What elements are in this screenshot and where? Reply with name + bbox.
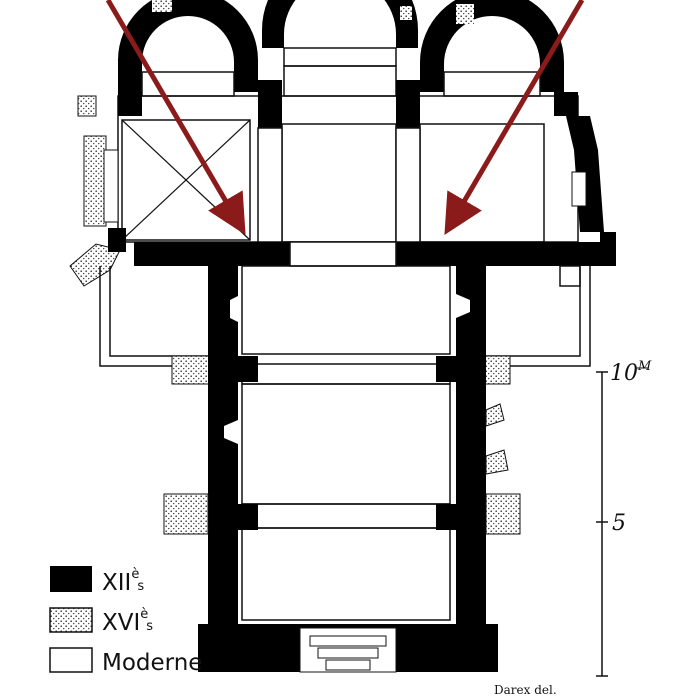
side-chapels <box>99 265 591 367</box>
legend-swatch-stipple <box>49 607 93 633</box>
choir-band <box>69 80 616 287</box>
apse-group <box>118 0 564 92</box>
scale-bar: 10M 5 <box>596 359 652 677</box>
stipple-patch <box>456 4 474 24</box>
arrow-left <box>105 0 246 235</box>
scale-label-10: 10M <box>610 359 652 386</box>
arrow-right <box>444 0 585 235</box>
legend-label-moderne: Moderne <box>102 650 202 676</box>
left-apse-wall <box>118 0 258 92</box>
legend-swatch-solid <box>50 566 92 592</box>
legend-swatch-outline <box>49 647 93 673</box>
nave <box>163 265 521 673</box>
stipple-buttress <box>481 355 511 385</box>
right-apse-wall <box>420 0 564 92</box>
central-apse-wall <box>262 0 418 48</box>
stipple-patch <box>400 6 412 20</box>
stipple-buttress <box>171 355 211 385</box>
annotation-arrows <box>105 0 585 235</box>
scale-label-5: 5 <box>612 511 626 536</box>
apse-steps <box>141 47 541 97</box>
credit-text: Darex del. <box>494 683 557 697</box>
stipple-patch <box>152 0 172 12</box>
